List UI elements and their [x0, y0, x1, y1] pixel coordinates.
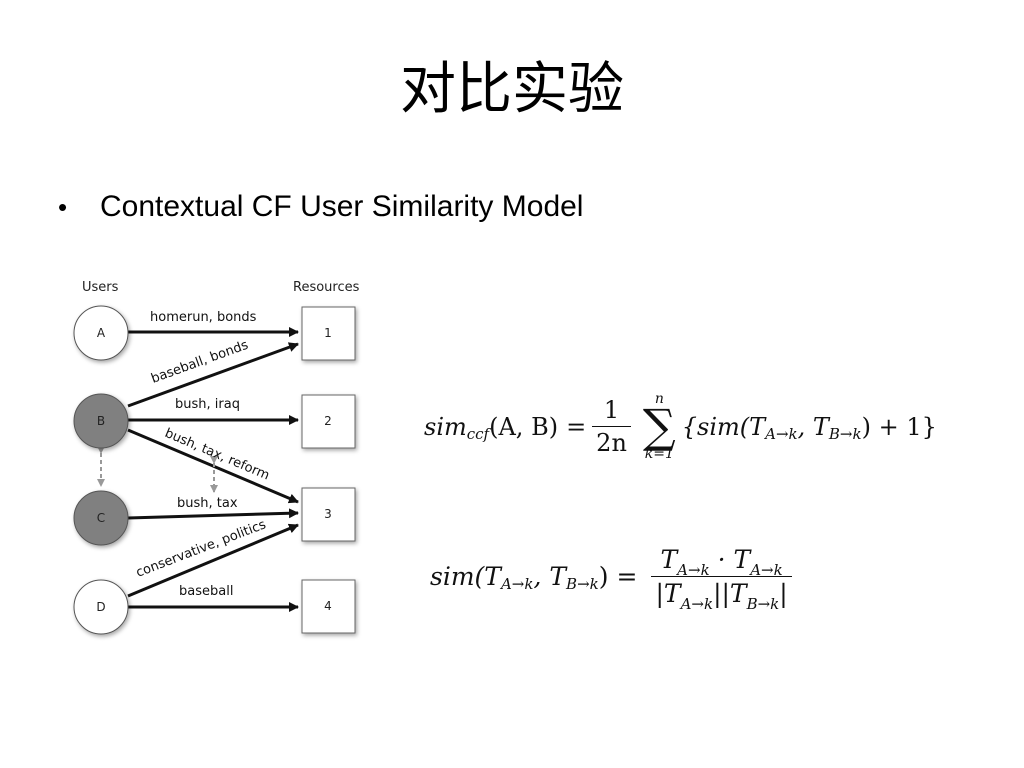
resource-node-2: 2 — [301, 394, 356, 449]
f1-rhs-sub2: B→k — [828, 424, 862, 443]
edge-c-3 — [127, 508, 299, 520]
resource-node-4-box — [301, 579, 356, 634]
f1-lhs-fn: sim — [424, 412, 467, 441]
resource-node-1-box — [301, 306, 356, 361]
f2-lhs-comma: , T — [533, 562, 567, 591]
user-node-c-circle — [73, 490, 129, 546]
user-node-a-circle — [73, 305, 129, 361]
edge-b-1 — [127, 342, 299, 408]
resource-node-2-label: 2 — [324, 414, 332, 428]
formula-tag-vector-similarity: sim(T A→k , T B→k ) = TA→k · TA→k |TA→k|… — [430, 545, 798, 613]
f1-sum-symbol: ∑ — [642, 399, 676, 453]
user-node-d-circle — [73, 579, 129, 635]
f2-fraction: TA→k · TA→k |TA→k||TB→k| — [651, 545, 792, 613]
user-node-c: C — [73, 490, 129, 546]
user-node-b-label: B — [97, 414, 105, 428]
formula-ccf-similarity: sim ccf (A, B) = 1 2n n ∑ k=1 {sim(T A→k… — [424, 392, 937, 461]
f1-frac-den: 2n — [592, 426, 631, 457]
resource-node-3: 3 — [301, 487, 356, 542]
resource-node-2-box — [301, 394, 356, 449]
f2-denominator: |TA→k||TB→k| — [651, 576, 792, 613]
resource-node-1-label: 1 — [324, 326, 332, 340]
f2-den-close: | — [779, 579, 788, 608]
edge-label-bush-iraq: bush, iraq — [175, 397, 240, 412]
resource-node-3-box — [301, 487, 356, 542]
user-node-a-label: A — [97, 326, 106, 340]
edge-label-homerun-bonds: homerun, bonds — [150, 310, 257, 325]
f2-numerator: TA→k · TA→k — [656, 545, 786, 579]
resource-node-4-label: 4 — [324, 599, 332, 613]
f1-lhs-sub: ccf — [466, 424, 490, 443]
f2-lhs-open: sim(T — [430, 562, 501, 591]
resource-node-3-label: 3 — [324, 507, 332, 521]
user-node-a: A — [73, 305, 129, 361]
edge-label-baseball: baseball — [179, 584, 233, 599]
resource-node-1: 1 — [301, 306, 356, 361]
f2-den-sub2: B→k — [746, 595, 780, 613]
bullet-text: Contextual CF User Similarity Model — [100, 190, 584, 223]
f1-rhs-comma: , T — [797, 412, 829, 441]
f1-equals: = — [566, 412, 587, 441]
edge-label-bush-tax-reform: bush, tax, reform — [162, 426, 271, 484]
f1-sum-lower: k=1 — [644, 446, 674, 463]
f2-lhs-close: ) — [598, 562, 609, 591]
edge-label-bush-tax: bush, tax — [177, 496, 238, 511]
f1-rhs-open: {sim(T — [681, 412, 766, 441]
f1-rhs-close: ) + 1} — [861, 412, 937, 441]
users-header: Users — [82, 280, 119, 295]
user-node-c-label: C — [97, 511, 105, 525]
resource-node-4: 4 — [301, 579, 356, 634]
slide-title: 对比实验 — [400, 57, 624, 122]
f2-lhs-sub1: A→k — [500, 574, 534, 593]
f1-rhs-sub1: A→k — [765, 424, 798, 443]
edge-d-3 — [127, 523, 299, 598]
f2-num-dot: · T — [709, 545, 751, 574]
bullet-item: • Contextual CF User Similarity Model — [58, 190, 583, 224]
f1-lhs-args: (A, B) — [489, 412, 559, 441]
f2-num-t1: T — [660, 545, 678, 574]
f2-den-sub1: A→k — [680, 595, 714, 613]
f1-fraction: 1 2n — [592, 396, 631, 457]
f2-num-sub1: A→k — [677, 561, 710, 579]
f1-frac-num: 1 — [603, 396, 620, 425]
user-node-b: B — [73, 393, 129, 449]
resources-header: Resources — [293, 280, 360, 295]
edge-label-conservative-politics: conservative, politics — [134, 517, 268, 580]
user-resource-diagram: Users Resources homerun, bonds baseball,… — [73, 280, 360, 635]
user-node-d: D — [73, 579, 129, 635]
f2-den-open: |T — [655, 579, 681, 608]
f2-equals: = — [616, 562, 638, 591]
f2-num-sub2: A→k — [750, 561, 783, 579]
user-node-b-circle — [73, 393, 129, 449]
f2-lhs-sub2: B→k — [566, 574, 599, 593]
user-node-d-label: D — [96, 600, 105, 614]
f1-summation: n ∑ k=1 — [643, 392, 676, 461]
bullet-dot: • — [58, 192, 68, 222]
f1-sum-upper: n — [654, 391, 664, 407]
f2-den-mid: ||T — [713, 579, 747, 608]
